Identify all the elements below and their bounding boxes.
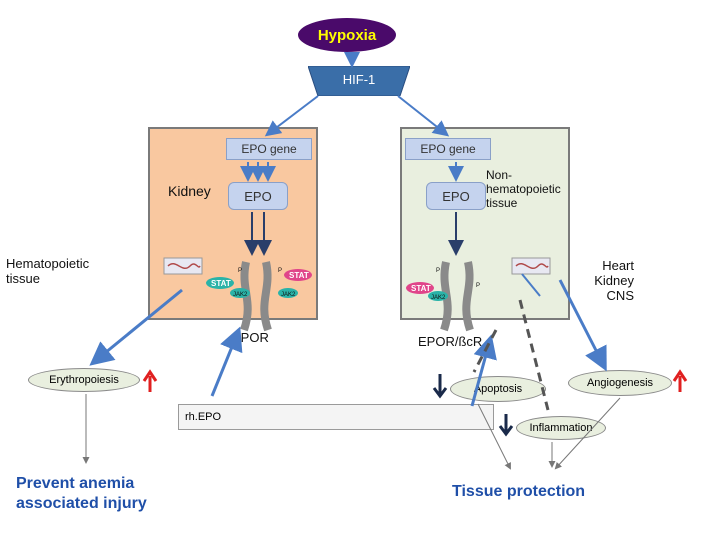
right-epo-label: EPO	[442, 188, 470, 204]
left-receptor-complex	[163, 257, 312, 332]
right-receptor-chain-b	[462, 261, 474, 332]
hypoxia-label: Hypoxia	[317, 26, 377, 44]
left-jak2-pill-a	[230, 288, 250, 298]
arrow-hematopoietic-erythropoiesis	[89, 288, 183, 366]
tissue-protection-label: Tissue protection	[452, 483, 586, 500]
hif-node	[308, 66, 410, 96]
kidney-label: Kidney	[168, 183, 211, 199]
left-epo-label: EPO	[244, 188, 272, 204]
arrow-receptor-angiogenesis	[558, 279, 607, 372]
arrow-hif-right-gene	[397, 95, 450, 137]
erythropoiesis-node: Erythropoiesis	[28, 368, 140, 392]
hypoxia-node: Hypoxia	[298, 18, 396, 52]
left-jak2-text-a: JAK2	[233, 292, 248, 298]
left-epo-box: EPO	[228, 182, 288, 210]
hif-label: HIF-1	[342, 72, 376, 87]
targets-label: Heart Kidney CNS	[594, 258, 634, 303]
arrow-rhepo-left-panel	[210, 326, 243, 397]
left-gene-epo-arrows	[240, 162, 276, 182]
angiogenesis-up-arrow	[672, 369, 688, 392]
left-stat-text-2: STAT	[289, 271, 309, 280]
right-p-text-b: P	[476, 283, 480, 289]
right-epo-box: EPO	[426, 182, 486, 210]
apoptosis-label: Apoptosis	[473, 383, 523, 395]
right-p-text-a: P	[436, 268, 440, 274]
left-stat-text: STAT	[211, 279, 231, 288]
left-stat-pill-2	[284, 269, 312, 281]
left-dna-helix	[167, 263, 201, 269]
right-epo-gene-label: EPO gene	[420, 142, 476, 156]
apoptosis-down-arrow	[432, 374, 448, 399]
right-receptor-complex	[406, 257, 551, 332]
left-jak2-text-b: JAK2	[281, 292, 296, 298]
hematopoietic-label: Hematopoietic tissue	[6, 256, 90, 286]
left-epo-gene-box: EPO gene	[226, 138, 312, 160]
angiogenesis-node: Angiogenesis	[568, 370, 672, 396]
left-dna-box	[163, 257, 203, 275]
arrow-rhepo-right-panel	[470, 334, 497, 407]
inflammation-node: Inflammation	[516, 416, 606, 440]
left-epo-gene-label: EPO gene	[241, 142, 297, 156]
right-stat-text: STAT	[411, 284, 431, 293]
prevent-anemia-label: Prevent anemia associated injury	[16, 475, 147, 512]
inflammation-label: Inflammation	[529, 422, 593, 434]
line-angiogenesis-protection	[554, 397, 621, 470]
non-hematopoietic-label: Non-hematopoietic tissue	[486, 168, 561, 210]
right-dna-box	[511, 257, 551, 275]
left-receptor-chain-b	[260, 261, 272, 332]
arrow-dna-receptor	[521, 273, 541, 297]
dashed-line-inflammation	[518, 299, 550, 411]
line-apoptosis-protection	[477, 403, 511, 470]
arrow-hif-left-gene	[264, 95, 319, 137]
apoptosis-node: Apoptosis	[450, 376, 546, 402]
inflammation-down-arrow	[498, 414, 514, 437]
right-dna-helix	[515, 263, 549, 269]
epor-bcr-label: EPOR/ßcR	[418, 334, 483, 349]
right-jak2-pill	[428, 291, 448, 301]
left-p-text-b: P	[278, 268, 282, 274]
dashed-line-apoptosis	[472, 329, 498, 373]
erythropoiesis-up-arrow	[142, 369, 158, 392]
left-p-text-a: P	[238, 268, 242, 274]
right-jak2-text: JAK2	[431, 295, 446, 301]
left-jak2-pill-b	[278, 288, 298, 298]
rhepo-box: rh.EPO	[178, 404, 494, 430]
angiogenesis-label: Angiogenesis	[586, 377, 654, 389]
right-stat-pill	[406, 282, 434, 294]
left-stat-pill	[206, 277, 234, 289]
right-epo-gene-box: EPO gene	[405, 138, 491, 160]
erythropoiesis-label: Erythropoiesis	[49, 374, 119, 386]
rhepo-label: rh.EPO	[185, 411, 222, 423]
